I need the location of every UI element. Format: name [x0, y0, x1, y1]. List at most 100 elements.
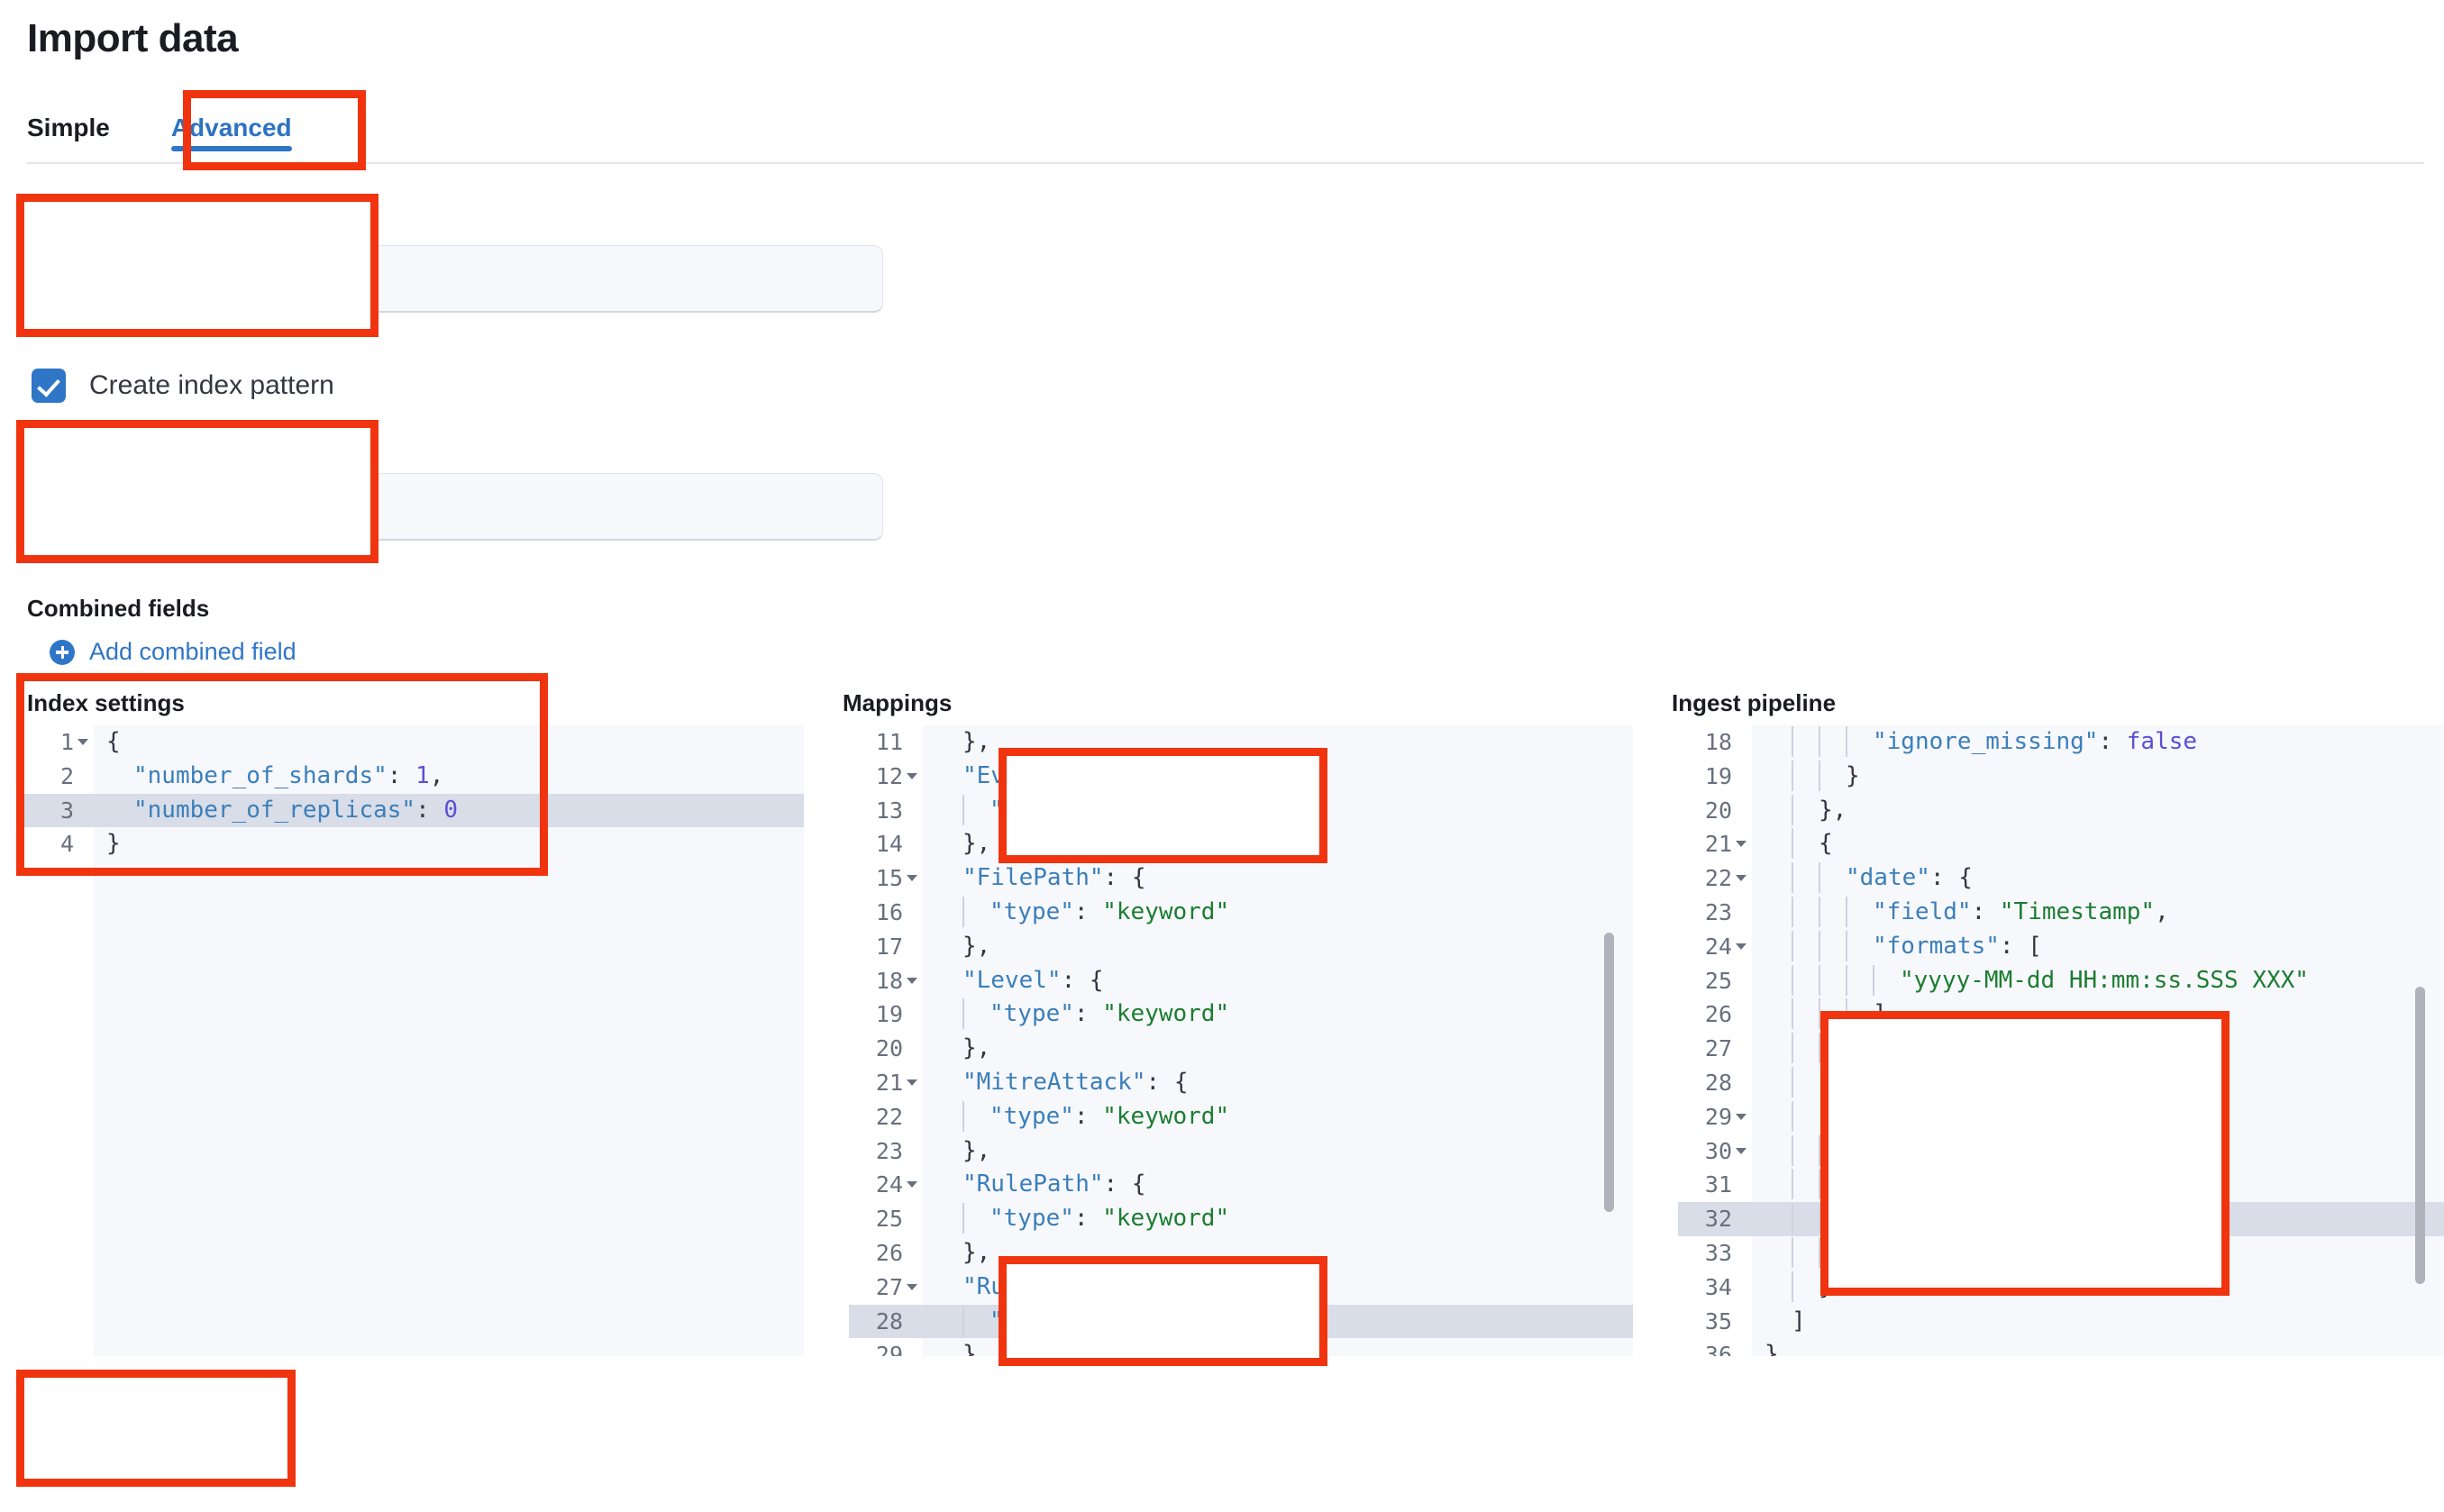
code-line: 24 "formats": [ [1678, 930, 2444, 964]
code-line: 30"remove": { [1678, 1134, 2444, 1169]
fold-arrow-icon[interactable] [1736, 1113, 1746, 1120]
editor-gutter [20, 725, 94, 1356]
code-text: } [1765, 1236, 1860, 1271]
code-text: "ignore_missing": false [1765, 725, 2197, 760]
code-text: "type": "keyword" [935, 1305, 1229, 1339]
code-text: }, [962, 1136, 991, 1164]
line-number: 11 [875, 729, 903, 755]
fold-arrow-icon[interactable] [1736, 841, 1746, 848]
code-line: 25 "yyyy-MM-dd HH:mm:ss.SSS XXX" [1678, 964, 2444, 998]
fold-arrow-icon[interactable] [78, 739, 88, 745]
line-number: 1 [59, 729, 74, 755]
index-settings-title: Index settings [27, 689, 185, 716]
code-text: "type": "keyword" [935, 997, 1229, 1032]
code-text: "FilePath": { [962, 864, 1146, 892]
code-line: 33} [1678, 1236, 2444, 1271]
code-text: }, [962, 1034, 991, 1062]
mappings-scrollbar[interactable] [1604, 933, 1614, 1212]
line-number: 3 [59, 797, 74, 824]
code-line: 27"RuleTitle": { [849, 1271, 1633, 1305]
code-line: 27} [1678, 1032, 2444, 1066]
add-combined-field-label: Add combined field [89, 638, 296, 665]
checkbox-checked-icon[interactable] [32, 369, 66, 403]
code-text: } [1765, 760, 1860, 794]
code-line: 23 "field": "Timestamp", [1678, 896, 2444, 930]
code-text: "type": "keyword" [935, 896, 1229, 930]
index-name-input[interactable]: evtxlogs-hayabusa [32, 245, 883, 313]
line-number: 34 [1704, 1273, 1732, 1300]
code-line: 14}, [849, 827, 1633, 861]
code-text: }, [962, 1341, 991, 1356]
line-number: 20 [1704, 797, 1732, 824]
code-text: } [106, 830, 121, 858]
line-number: 33 [1704, 1239, 1732, 1266]
mappings-title: Mappings [843, 689, 953, 716]
code-line: 2"number_of_shards": 1, [20, 760, 804, 794]
code-line: 20}, [849, 1032, 1633, 1066]
fold-arrow-icon[interactable] [907, 1079, 917, 1086]
fold-arrow-icon[interactable] [907, 1181, 917, 1189]
line-number: 25 [1704, 967, 1732, 994]
line-number: 32 [1704, 1206, 1732, 1233]
ingest-pipeline-scrollbar[interactable] [2415, 987, 2425, 1284]
code-text: "type": "keyword" [935, 1100, 1229, 1134]
code-text: }, [962, 728, 991, 755]
code-text: "formats": [ [1765, 930, 2042, 964]
fold-arrow-icon[interactable] [907, 1283, 917, 1290]
line-number: 2 [59, 762, 74, 789]
line-number: 20 [875, 1035, 903, 1062]
code-line: 4} [20, 827, 804, 861]
code-line: 28"type": "keyword" [849, 1304, 1633, 1339]
tab-advanced[interactable]: Advanced [141, 114, 323, 162]
fold-arrow-icon[interactable] [1736, 943, 1746, 950]
line-number: 29 [875, 1342, 903, 1356]
code-line: 26}, [849, 1236, 1633, 1271]
code-line: 35] [1678, 1305, 2444, 1339]
line-number: 23 [1704, 898, 1732, 925]
code-line: 3"number_of_replicas": 0 [20, 793, 804, 828]
code-line: 28}, [1678, 1066, 2444, 1100]
create-index-pattern-row[interactable]: Create index pattern [32, 365, 334, 406]
code-text: "field": "Timestamp", [1765, 896, 2169, 930]
code-text: "yyyy-MM-dd HH:mm:ss.SSS XXX" [1765, 964, 2309, 998]
code-text: } [1765, 1341, 1779, 1356]
tab-divider [27, 162, 2424, 164]
fold-arrow-icon[interactable] [1736, 875, 1746, 882]
code-text: { [106, 728, 121, 755]
create-index-pattern-label: Create index pattern [89, 370, 334, 400]
line-number: 27 [1704, 1035, 1732, 1062]
line-number: 21 [875, 1069, 903, 1096]
code-line: 25 "type": "keyword" [849, 1202, 1633, 1236]
code-line: 19"type": "keyword" [849, 997, 1633, 1032]
code-line: 24"RulePath": { [849, 1168, 1633, 1202]
fold-arrow-icon[interactable] [907, 977, 917, 984]
code-line: 19} [1678, 760, 2444, 794]
fold-arrow-icon[interactable] [907, 875, 917, 882]
code-line: 29}, [849, 1338, 1633, 1356]
code-line: 29{ [1678, 1100, 2444, 1134]
line-number: 27 [875, 1273, 903, 1300]
fold-arrow-icon[interactable] [1736, 1147, 1746, 1154]
index-settings-editor[interactable]: 1 {2"number_of_shards": 1,3"number_of_rep… [20, 725, 804, 1356]
code-text: "Level": { [962, 966, 1104, 994]
line-number: 18 [875, 967, 903, 994]
line-number: 4 [59, 831, 74, 858]
index-pattern-name-input[interactable]: evtxlogs-hayabusa [32, 473, 883, 541]
line-number: 24 [1704, 933, 1732, 960]
add-combined-field-button[interactable]: Add combined field [50, 638, 296, 666]
import-button[interactable]: Import [32, 1388, 273, 1467]
code-text: "type": "keyword" [935, 1202, 1229, 1236]
fold-arrow-icon[interactable] [907, 772, 917, 779]
line-number: 25 [875, 1206, 903, 1233]
code-line: 18"ignore_missing": false [1678, 725, 2444, 760]
code-line: 11}, [849, 725, 1633, 760]
code-line: 20}, [1678, 794, 2444, 828]
code-text: } [1765, 1032, 1860, 1066]
code-line: 21"MitreAttack": { [849, 1066, 1633, 1100]
editor-gutter [1678, 725, 1752, 1356]
tab-simple[interactable]: Simple [27, 114, 110, 141]
line-number: 35 [1704, 1307, 1732, 1334]
code-line: 18 "Level": { [849, 964, 1633, 998]
mappings-editor[interactable]: 11},12"EventID": {13"type": "keyword"14}… [849, 725, 1633, 1356]
